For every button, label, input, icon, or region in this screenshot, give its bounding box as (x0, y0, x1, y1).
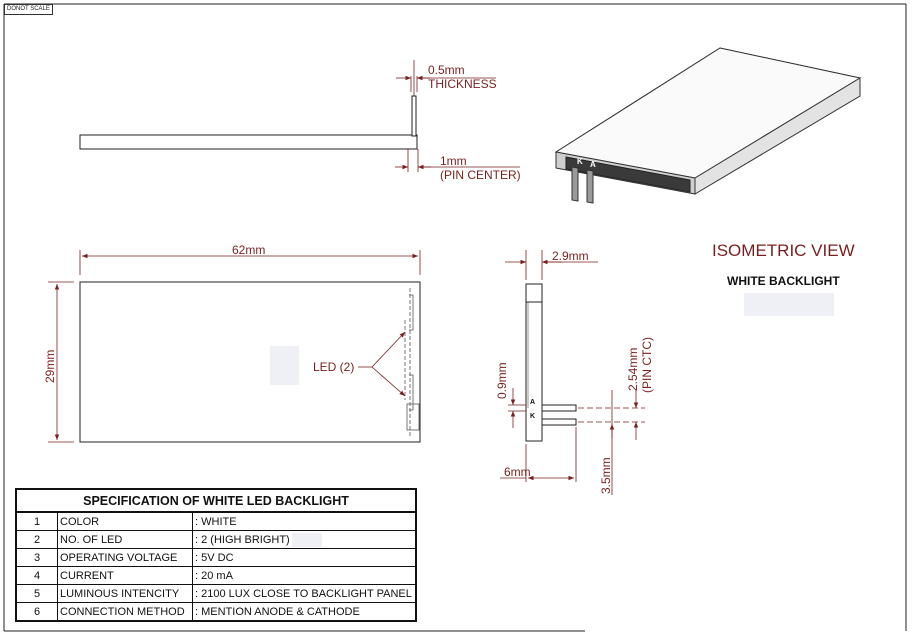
isometric-view-title: ISOMETRIC VIEW (712, 241, 855, 260)
row-value: : 2 (HIGH BRIGHT) (192, 530, 417, 549)
do-not-scale-stamp: DONOT SCALE (4, 4, 53, 15)
pin-offset-dimension: 0.9mm (495, 362, 509, 399)
row-value-text: : 2 (HIGH BRIGHT) (195, 533, 290, 546)
front-view (48, 250, 421, 443)
pin-pitch-label: (PIN CTC) (640, 337, 654, 393)
thickness-label: THICKNESS (428, 77, 497, 91)
pin-length-dimension: 6mm (504, 465, 531, 479)
iso-pin-a-label: A (590, 160, 596, 169)
sheet-border (3, 3, 907, 632)
row-number: 5 (15, 584, 58, 603)
row-number: 3 (15, 548, 58, 567)
table-row: 5 LUMINOUS INTENCITY : 2100 LUX CLOSE TO… (15, 584, 417, 603)
width-dimension: 29mm (43, 349, 57, 383)
thickness-value: 0.5mm (428, 63, 465, 77)
row-parameter: CONNECTION METHOD (57, 602, 193, 622)
side-width-dimension: 2.9mm (552, 249, 589, 263)
row-parameter: COLOR (57, 512, 193, 531)
led-callout: LED (2) (313, 360, 355, 374)
row-value: : 2100 LUX CLOSE TO BACKLIGHT PANEL (192, 584, 417, 603)
row-number: 1 (15, 512, 58, 531)
side-view (500, 250, 645, 495)
table-row: 3 OPERATING VOLTAGE : 5V DC (15, 548, 417, 567)
table-row: 6 CONNECTION METHOD : MENTION ANODE & CA… (15, 602, 417, 622)
blank-patch (291, 532, 322, 547)
row-value: : 20 mA (192, 566, 417, 585)
white-backlight-subtitle: WHITE BACKLIGHT (727, 274, 840, 288)
row-value: : 5V DC (192, 548, 417, 567)
blank-patch (744, 293, 834, 316)
pin-center-label: (PIN CENTER) (440, 168, 521, 182)
row-number: 2 (15, 530, 58, 549)
length-dimension: 62mm (232, 243, 266, 257)
row-number: 4 (15, 566, 58, 585)
iso-pin-k-label: K (577, 157, 583, 166)
pin-center-value: 1mm (440, 154, 467, 168)
row-value: : MENTION ANODE & CATHODE (192, 602, 417, 622)
row-parameter: NO. OF LED (57, 530, 193, 549)
pin-extent-dimension: 3.5mm (599, 457, 613, 494)
table-row: 2 NO. OF LED : 2 (HIGH BRIGHT) (15, 530, 417, 549)
row-parameter: LUMINOUS INTENCITY (57, 584, 193, 603)
edge-view (79, 60, 520, 172)
row-parameter: CURRENT (57, 566, 193, 585)
side-pin-k-mark: K (530, 413, 536, 420)
table-row: 1 COLOR : WHITE (15, 512, 417, 531)
isometric-view (554, 47, 862, 204)
side-pin-a-mark: A (530, 399, 536, 406)
row-parameter: OPERATING VOLTAGE (57, 548, 193, 567)
row-number: 6 (15, 602, 58, 622)
table-row: 4 CURRENT : 20 mA (15, 566, 417, 585)
pin-pitch-dimension: 2.54mm (626, 347, 640, 391)
row-value: : WHITE (192, 512, 417, 531)
spec-table-title: SPECIFICATION OF WHITE LED BACKLIGHT (15, 488, 417, 513)
blank-patch (270, 346, 299, 385)
spec-table: SPECIFICATION OF WHITE LED BACKLIGHT 1 C… (15, 488, 417, 622)
